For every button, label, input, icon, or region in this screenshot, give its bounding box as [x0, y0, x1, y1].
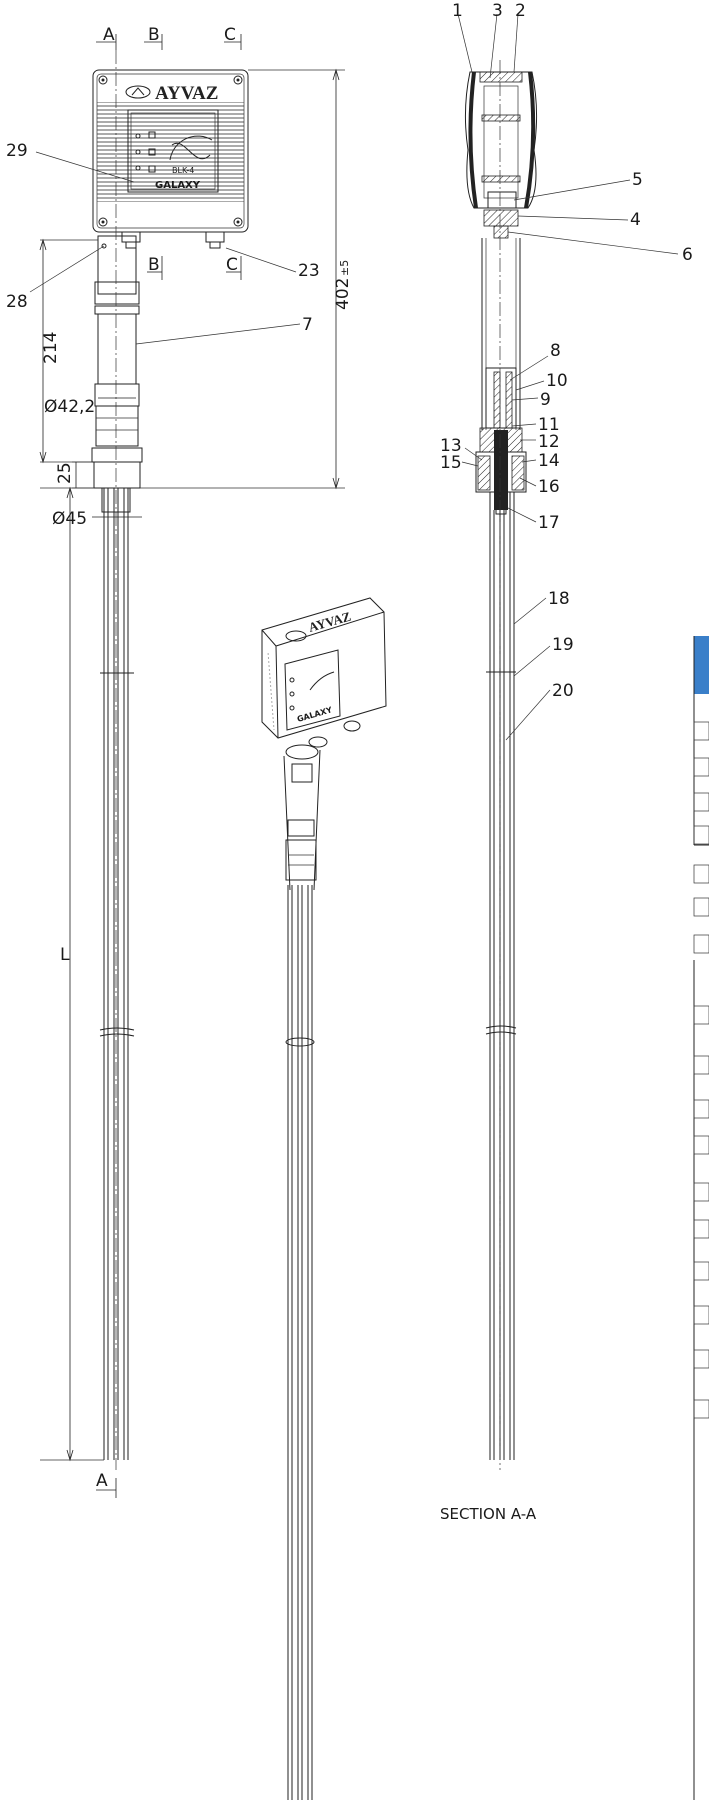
dim-dia-42: Ø42,2: [44, 397, 95, 417]
section-marker-a: A: [103, 25, 115, 45]
callout-7: 7: [302, 315, 313, 335]
section-callouts: 1 3 2 5 4 6 8 10 9 11 12 13 14 15 16 17 …: [440, 1, 693, 1523]
callout-19: 19: [552, 635, 574, 655]
cable-gland: [205, 231, 225, 243]
table-header: [694, 636, 709, 694]
svg-text:AYVAZ: AYVAZ: [307, 608, 353, 634]
svg-text:GALAXY: GALAXY: [296, 705, 333, 724]
screw-icon: [98, 75, 108, 85]
svg-text:B: B: [148, 255, 160, 275]
housing-section: [464, 71, 538, 209]
brand-logo-icon: [125, 85, 151, 99]
brand-logo-icon: [285, 630, 307, 642]
callout-10: 10: [546, 371, 568, 391]
callout-5: 5: [632, 170, 643, 190]
callout-12: 12: [538, 432, 560, 452]
section-marker-b: B: [148, 25, 160, 45]
screw-icon: [233, 75, 243, 85]
callout-16: 16: [538, 477, 560, 497]
model-label: GALAXY: [155, 180, 201, 191]
dim-dia-45: Ø45: [52, 509, 87, 529]
front-dimensions: A B C B C A 402 ±5 214 Ø42,2: [6, 25, 353, 1498]
dim-402: 402: [333, 278, 353, 310]
dim-length: L: [60, 945, 70, 965]
callout-18: 18: [548, 589, 570, 609]
dim-25: 25: [55, 462, 75, 484]
callout-17: 17: [538, 513, 560, 533]
callout-13: 13: [440, 436, 462, 456]
callout-14: 14: [538, 451, 560, 471]
brand-name: AYVAZ: [155, 83, 218, 104]
screw-icon: [98, 217, 108, 227]
dim-214: 214: [41, 332, 61, 364]
screw-icon: [233, 217, 243, 227]
callout-28: 28: [6, 292, 28, 312]
section-view: [464, 60, 538, 1470]
svg-text:±5: ±5: [338, 260, 351, 276]
front-view: AYVAZ BLK-4 GALAXY: [91, 50, 249, 1470]
cable-gland: [121, 231, 141, 243]
callout-6: 6: [682, 245, 693, 265]
callout-1: 1: [452, 1, 463, 21]
callout-3: 3: [492, 1, 503, 21]
callout-11: 11: [538, 415, 560, 435]
callout-23: 23: [298, 261, 320, 281]
section-marker-c: C: [224, 25, 236, 45]
callout-4: 4: [630, 210, 641, 230]
panel-code: BLK-4: [172, 166, 194, 175]
svg-text:C: C: [226, 255, 238, 275]
callout-20: 20: [552, 681, 574, 701]
tube: [97, 235, 137, 295]
callout-29: 29: [6, 141, 28, 161]
callout-15: 15: [440, 453, 462, 473]
enclosure-outline: [92, 69, 249, 233]
callout-9: 9: [540, 390, 551, 410]
parts-table: [693, 636, 709, 1800]
callout-2: 2: [515, 1, 526, 21]
display-panel: [127, 109, 219, 193]
callout-8: 8: [550, 341, 561, 361]
isometric-view: AYVAZ GALAXY: [261, 597, 387, 1800]
svg-text:A: A: [96, 1471, 108, 1491]
section-title: SECTION A-A: [440, 1505, 537, 1523]
